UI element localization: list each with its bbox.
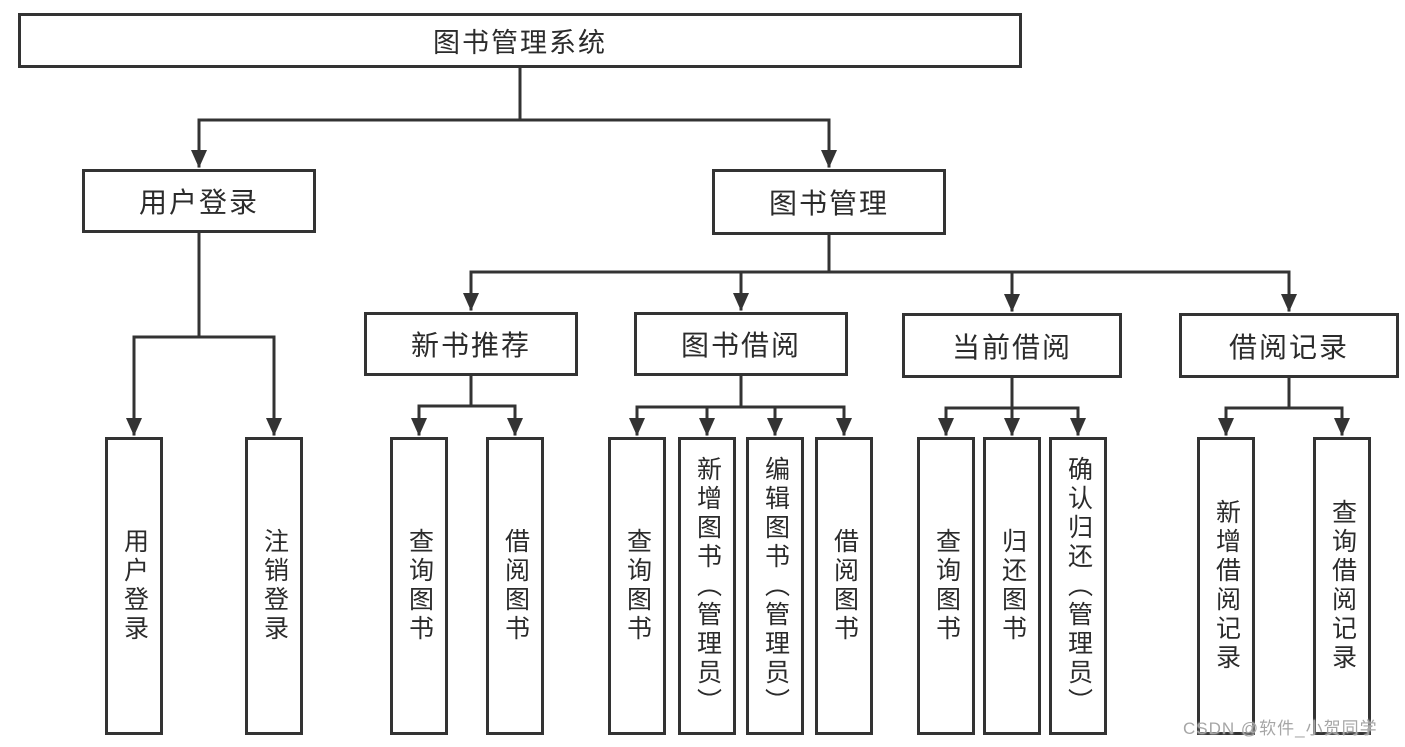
leaf-current-confirm-return-admin: 确认归还（管理员） (1049, 437, 1107, 735)
leaf-label: 新增借阅记录 (1212, 499, 1241, 673)
leaf-label: 归还图书 (998, 528, 1027, 644)
node-label: 图书管理 (768, 188, 889, 219)
connector-root-to-level2 (191, 66, 837, 168)
leaf-label: 用户登录 (120, 528, 149, 644)
connector-currentborrow-to-leaves (938, 376, 1086, 436)
connector-userlogin-to-leaves (126, 231, 282, 436)
leaf-newrec-query-books: 查询图书 (390, 437, 448, 735)
leaf-label: 借阅图书 (501, 528, 530, 644)
leaf-current-query-books: 查询图书 (917, 437, 975, 735)
node-new-book-recommend: 新书推荐 (364, 312, 578, 376)
connector-bookborrow-to-leaves (629, 374, 852, 436)
node-label: 借阅记录 (1228, 331, 1349, 363)
node-current-borrow: 当前借阅 (902, 313, 1122, 378)
connector-bookmgmt-to-level3 (463, 233, 1297, 312)
leaf-label: 查询图书 (623, 528, 652, 644)
leaf-borrow-add-books-admin: 新增图书（管理员） (678, 437, 736, 735)
connector-records-to-leaves (1218, 376, 1350, 436)
leaf-logout: 注销登录 (245, 437, 303, 735)
leaf-label: 借阅图书 (830, 528, 859, 644)
leaf-borrow-borrow-books: 借阅图书 (815, 437, 873, 735)
node-label: 用户登录 (138, 187, 259, 218)
leaf-user-login: 用户登录 (105, 437, 163, 735)
csdn-watermark: CSDN @软件_小贺同学 (1183, 719, 1378, 738)
node-label: 图书借阅 (680, 330, 801, 361)
node-book-borrow: 图书借阅 (634, 312, 848, 376)
node-label: 新书推荐 (410, 330, 531, 361)
leaf-label: 编辑图书（管理员） (761, 455, 790, 717)
node-borrow-records: 借阅记录 (1179, 313, 1399, 378)
leaf-label: 查询借阅记录 (1328, 499, 1357, 673)
leaf-records-query-record: 查询借阅记录 (1313, 437, 1371, 735)
node-root-system: 图书管理系统 (18, 13, 1022, 68)
node-label: 当前借阅 (951, 331, 1072, 363)
leaf-current-return-books: 归还图书 (983, 437, 1041, 735)
leaf-label: 确认归还（管理员） (1064, 455, 1093, 717)
leaf-borrow-edit-books-admin: 编辑图书（管理员） (746, 437, 804, 735)
leaf-label: 注销登录 (260, 528, 289, 644)
leaf-borrow-query-books: 查询图书 (608, 437, 666, 735)
leaf-newrec-borrow-books: 借阅图书 (486, 437, 544, 735)
leaf-records-add-record: 新增借阅记录 (1197, 437, 1255, 735)
leaf-label: 查询图书 (405, 528, 434, 644)
node-user-login: 用户登录 (82, 169, 316, 233)
connector-newrec-to-leaves (411, 374, 523, 436)
node-book-management: 图书管理 (712, 169, 946, 235)
node-label: 图书管理系统 (433, 28, 607, 58)
leaf-label: 查询图书 (932, 528, 961, 644)
leaf-label: 新增图书（管理员） (693, 455, 722, 717)
